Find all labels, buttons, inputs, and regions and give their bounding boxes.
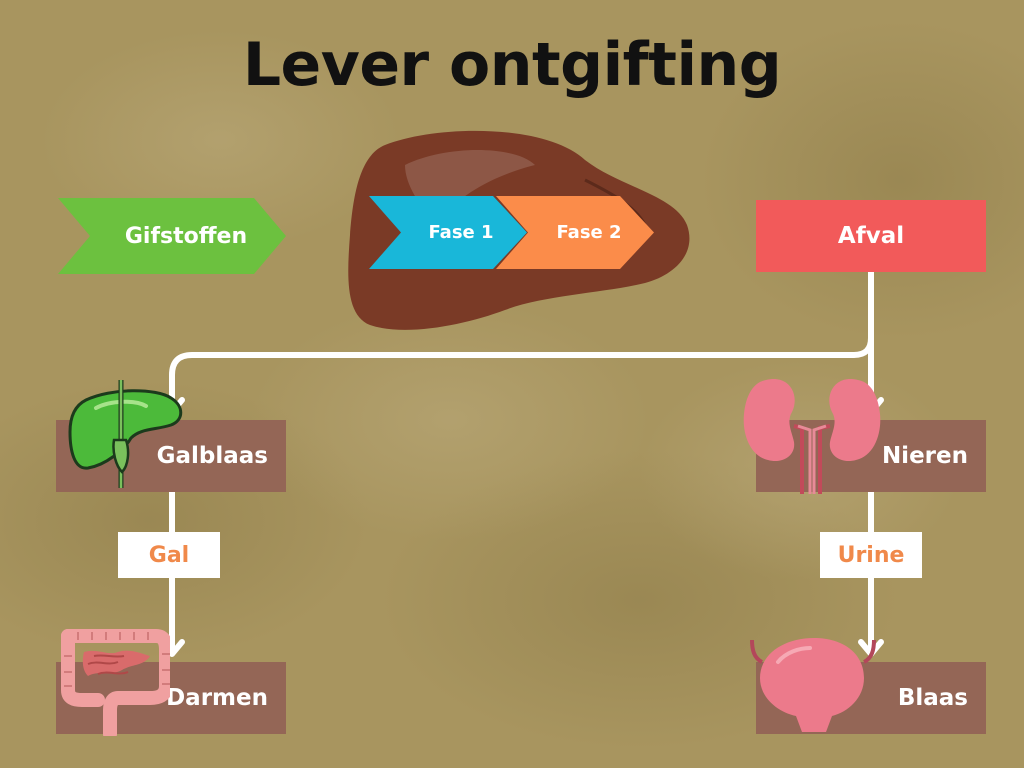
bile-label: Gal	[118, 532, 220, 578]
phase1-label: Fase 1	[428, 222, 494, 243]
urine-label: Urine	[820, 532, 922, 578]
phase2-label: Fase 2	[556, 222, 622, 243]
phase2-chevron	[496, 196, 654, 269]
waste-box: Afval	[756, 200, 986, 272]
page-title: Lever ontgifting	[242, 30, 782, 100]
toxins-chevron	[58, 198, 286, 274]
bladder-icon	[750, 638, 876, 732]
intestines-icon	[61, 629, 170, 736]
gallbladder-liver-icon	[68, 380, 183, 488]
kidneys-icon	[743, 378, 881, 494]
toxins-label: Gifstoffen	[124, 223, 248, 249]
phase1-chevron	[369, 196, 527, 269]
